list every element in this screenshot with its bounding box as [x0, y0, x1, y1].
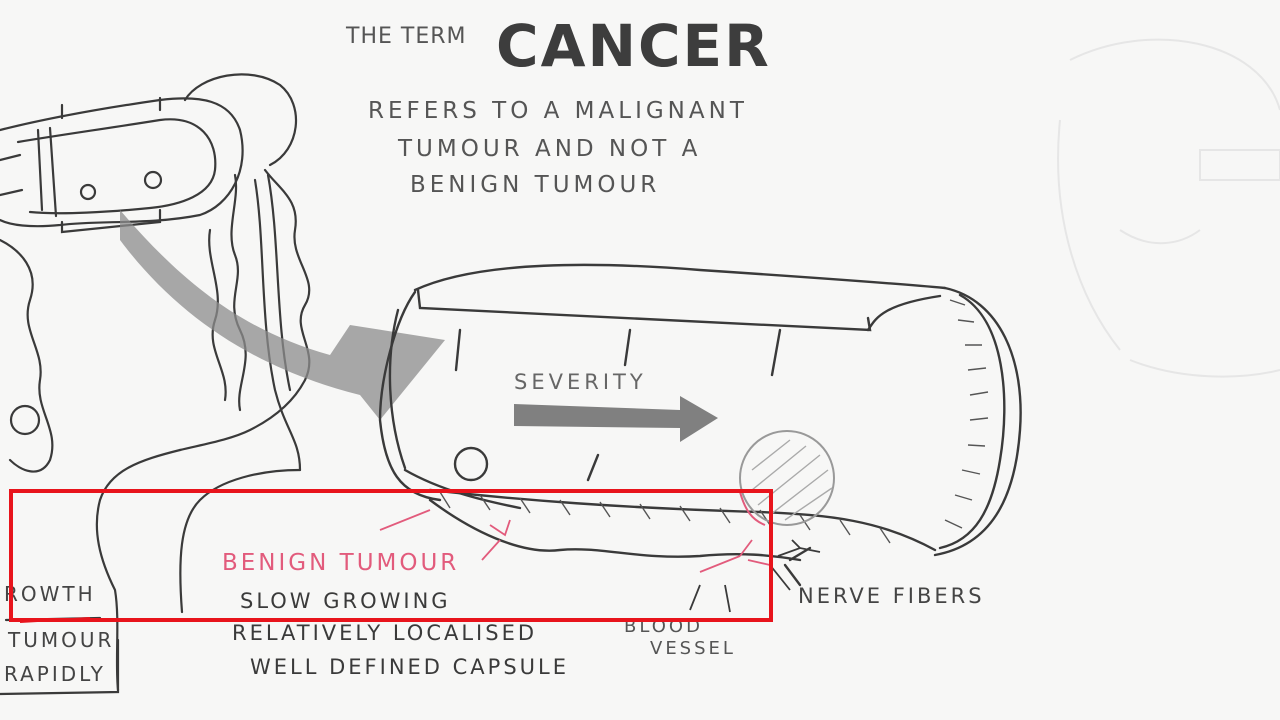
vessel-hatching [439, 299, 989, 544]
highlight-box [9, 489, 773, 622]
severity-label: SEVERITY [514, 370, 647, 394]
faded-sketch [1057, 38, 1280, 378]
left-panel-line-3: RAPIDLY [4, 662, 106, 686]
zoom-arrow [120, 210, 445, 420]
benign-point-capsule: WELL DEFINED CAPSULE [250, 655, 570, 679]
definition-line-1: REFERS TO A MALIGNANT [368, 98, 748, 124]
benign-tumour-heading: BENIGN TUMOUR [222, 550, 460, 576]
definition-line-3: BENIGN TUMOUR [410, 172, 661, 198]
left-panel-line-2: TUMOUR [8, 628, 115, 652]
vessel-sketch [378, 263, 1022, 587]
left-panel-line-1: ROWTH [4, 582, 96, 606]
benign-point-localised: RELATIVELY LOCALISED [232, 621, 538, 645]
tumour-sketch [739, 430, 835, 526]
page-title: CANCER [496, 12, 771, 80]
severity-arrow [514, 396, 718, 442]
definition-line-2: TUMOUR AND NOT A [398, 136, 702, 162]
blood-vessel-label-line-2: VESSEL [650, 638, 736, 659]
title-prefix: THE TERM [346, 24, 467, 49]
nerve-fibers-label: NERVE FIBERS [798, 584, 985, 608]
nerve-marks [689, 539, 821, 613]
benign-point-slow-growing: SLOW GROWING [240, 589, 451, 613]
blood-vessel-marks [379, 509, 771, 573]
